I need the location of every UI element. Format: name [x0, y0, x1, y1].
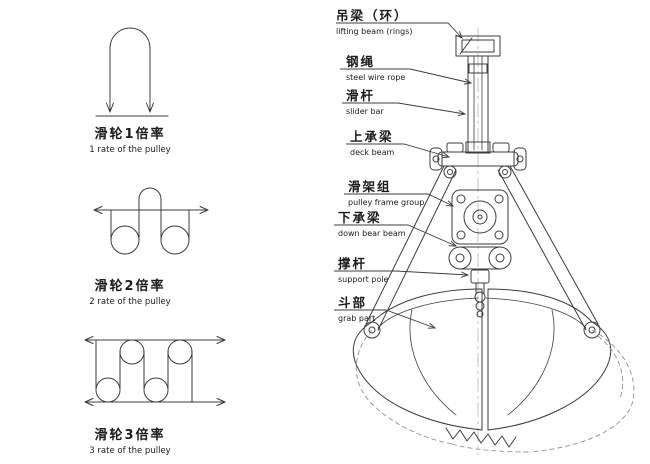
- slider-bar-drawing: [465, 55, 491, 154]
- label-down-bear-beam-en: down bear beam: [338, 229, 406, 238]
- pulley-3-label: 滑轮3倍率 3 rate of the pulley: [45, 428, 215, 456]
- bucket-teeth: [445, 427, 517, 448]
- arrow-down-icon: [106, 102, 114, 113]
- pulley-diagram-3: [84, 336, 226, 406]
- arrow-left-icon: [93, 206, 103, 214]
- label-down-bear-beam-cn: 下承梁: [338, 210, 382, 225]
- label-pulley-frame-group-cn: 滑架组: [348, 179, 392, 194]
- pulley-2-label: 滑轮2倍率 2 rate of the pulley: [45, 279, 215, 307]
- label-deck-beam-cn: 上承梁: [350, 129, 394, 144]
- label-slider-bar-en: slider bar: [346, 107, 384, 116]
- leader-lines: [334, 22, 471, 328]
- pulley-2-rope: [93, 187, 209, 255]
- label-grab-part-en: grab part: [338, 314, 376, 323]
- arrow-down-icon: [146, 102, 154, 113]
- deck-beam-drawing: [429, 142, 527, 171]
- label-down-bear-beam: 下承梁 down bear beam: [338, 210, 406, 238]
- label-slider-bar: 滑杆 slider bar: [346, 88, 384, 116]
- label-deck-beam-en: deck beam: [350, 148, 395, 157]
- pulley-3-label-en: 3 rate of the pulley: [89, 446, 171, 456]
- label-lifting-beam-en: lifting beam (rings): [336, 27, 413, 36]
- right-arm-drawing: [497, 165, 601, 339]
- label-grab-part: 斗部 grab part: [338, 295, 375, 323]
- grab-open-position-dashed: [355, 329, 635, 453]
- pulley-2-label-en: 2 rate of the pulley: [89, 297, 171, 307]
- pulley-diagram-1: [95, 27, 169, 117]
- pulley-3-label-cn: 滑轮3倍率: [94, 428, 166, 443]
- label-support-pole: 撑杆 support pole: [338, 256, 388, 284]
- label-grab-part-cn: 斗部: [338, 295, 368, 310]
- arrow-left-icon: [84, 336, 94, 344]
- pulley-frame-group-drawing: [451, 189, 509, 245]
- pulley-1-label: 滑轮1倍率 1 rate of the pulley: [45, 127, 215, 155]
- pulley-1-rope: [95, 27, 169, 117]
- label-steel-wire-rope-cn: 钢绳: [346, 54, 376, 69]
- label-lifting-beam: 吊梁（环） lifting beam (rings): [336, 8, 412, 36]
- arrow-right-icon: [199, 206, 209, 214]
- label-slider-bar-cn: 滑杆: [346, 88, 376, 103]
- arrow-left-icon: [84, 398, 94, 406]
- pulley-1-label-cn: 滑轮1倍率: [94, 127, 166, 142]
- down-bear-beam-drawing: [448, 246, 512, 270]
- pulley-diagram-2: [93, 187, 209, 255]
- label-support-pole-en: support pole: [338, 275, 389, 284]
- left-arm-drawing: [363, 165, 457, 339]
- arrow-right-icon: [216, 336, 226, 344]
- arrow-right-icon: [216, 398, 226, 406]
- pulley-1-label-en: 1 rate of the pulley: [89, 145, 171, 155]
- label-pulley-frame-group-en: pulley frame group: [348, 198, 425, 207]
- pulley-2-label-cn: 滑轮2倍率: [94, 279, 166, 294]
- label-steel-wire-rope-en: steel wire rope: [346, 73, 406, 82]
- label-lifting-beam-cn: 吊梁（环）: [336, 8, 409, 23]
- pulley-3-rope: [84, 336, 226, 406]
- grab-part-drawing: [352, 288, 612, 448]
- lifting-beam-drawing: [455, 35, 501, 57]
- label-support-pole-cn: 撑杆: [338, 256, 368, 271]
- label-pulley-frame-group: 滑架组 pulley frame group: [348, 179, 424, 207]
- label-deck-beam: 上承梁 deck beam: [350, 129, 394, 157]
- label-steel-wire-rope: 钢绳 steel wire rope: [346, 54, 405, 82]
- support-pole-drawing: [470, 269, 490, 318]
